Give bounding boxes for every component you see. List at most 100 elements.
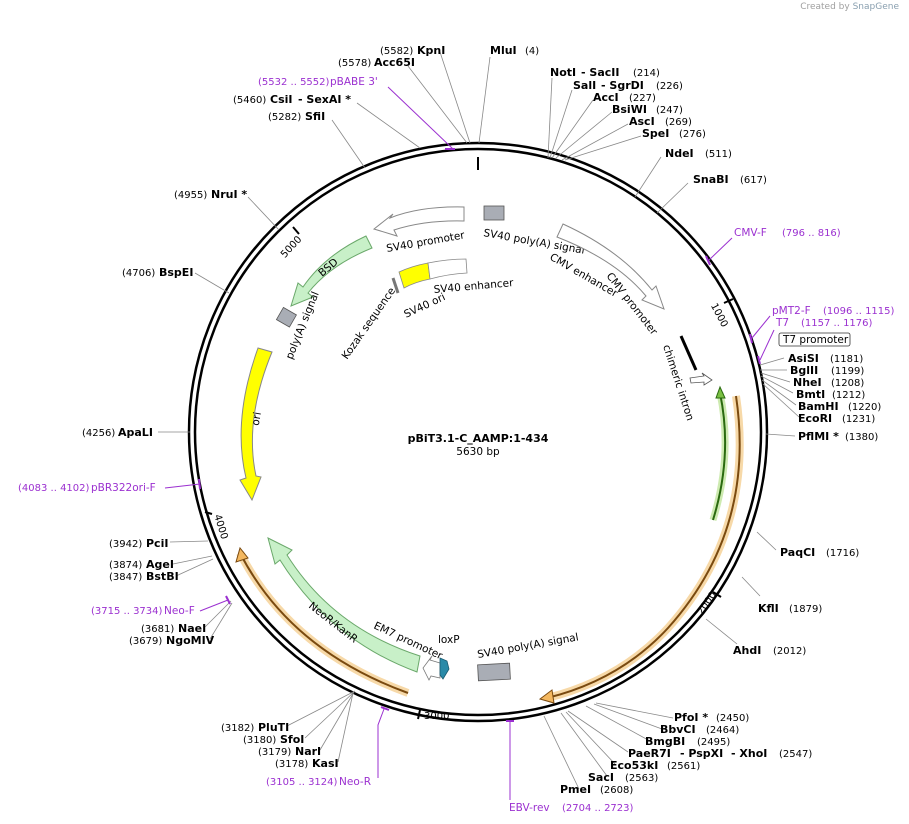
site-asci: AscI <box>629 115 655 128</box>
site-nhei-pos: (1208) <box>831 378 864 389</box>
site-sfii: SfiI <box>305 110 325 123</box>
site-xhoi-pos: (2547) <box>779 749 812 760</box>
t7-promoter-label: T7 promoter <box>782 334 849 346</box>
sv40-enhancer-label: SV40 enhancer <box>433 277 514 296</box>
primer-neo-r: Neo-R <box>339 776 371 788</box>
site-bstbi: BstBI <box>146 570 179 583</box>
site-paqci-pos: (1716) <box>826 548 859 559</box>
site-apali: ApaLI <box>118 426 153 439</box>
site-kfli: KflI <box>758 602 779 615</box>
site-pluti-pos: (3182) <box>221 723 254 734</box>
site-bglii: BglII <box>790 364 818 377</box>
primer-cmv-f-pos: (796 .. 816) <box>782 228 841 239</box>
site-bamhi: BamHI <box>798 400 839 413</box>
site-kfli-pos: (1879) <box>789 604 822 615</box>
sv40-polya-bottom-box <box>477 662 511 682</box>
site-pflmi: PflMI * <box>798 430 839 443</box>
orange-arc-right-glow <box>546 395 744 702</box>
site-spei: SpeI <box>642 127 669 140</box>
tick-5000: 5000 <box>279 234 304 260</box>
credit-brand: SnapGene <box>852 2 899 12</box>
site-ahdi: AhdI <box>733 644 761 657</box>
site-snabi: SnaBI <box>693 173 729 186</box>
site-acci: AccI <box>593 91 619 104</box>
em7-promoter-arrow <box>422 655 441 681</box>
site-sfoi-pos: (3180) <box>243 735 276 746</box>
site-kasi-pos: (3178) <box>275 759 308 770</box>
site-pfoi: PfoI * <box>674 711 708 724</box>
primer-neo-r-pos: (3105 .. 3124) <box>266 777 338 788</box>
site-kpni: KpnI <box>417 44 445 57</box>
sv40-polya-bottom-label: SV40 poly(A) signal <box>476 631 579 661</box>
site-acci-pos: (227) <box>629 93 656 104</box>
site-pmei: PmeI <box>560 783 591 796</box>
site-ecori-pos: (1231) <box>842 414 875 425</box>
site-saci: SacI <box>588 771 614 784</box>
backbone-inner-ring <box>193 147 763 717</box>
tick-mark-5000 <box>292 226 300 235</box>
tick-3000: 3000 <box>424 711 449 722</box>
site-mlui: MluI <box>490 44 517 57</box>
tick-mark-1000 <box>723 298 734 304</box>
site-acc65i: Acc65I <box>374 56 415 69</box>
loxp-arrow <box>439 657 450 680</box>
site-agei: AgeI <box>146 558 174 571</box>
site-sali-pos: (226) <box>656 81 683 92</box>
site-bamhi-pos: (1220) <box>848 402 881 413</box>
site-pspxi: - PspXI <box>680 747 723 760</box>
site-naei-pos: (3681) <box>141 624 174 635</box>
site-csii: CsiI <box>270 93 292 106</box>
site-csii-pos: (5460) <box>233 95 266 106</box>
cmv-arrow <box>556 223 665 310</box>
primer-leader-lines <box>164 86 775 800</box>
orange-arc-right-head <box>538 689 555 704</box>
primer-pmt2-f: pMT2-F <box>772 305 811 317</box>
green-arc <box>712 392 727 521</box>
primer-t7: T7 <box>775 317 789 329</box>
kozak-label: Kozak sequence <box>340 285 398 361</box>
tick-1000: 1000 <box>708 302 730 330</box>
site-snabi-pos: (617) <box>740 175 767 186</box>
site-paqci: PaqCI <box>780 546 815 559</box>
site-xhoi: - XhoI <box>731 747 767 760</box>
site-ahdi-pos: (2012) <box>773 646 806 657</box>
credit-text: Created by <box>800 2 850 12</box>
site-pfoi-pos: (2450) <box>716 713 749 724</box>
primer-ebv-rev: EBV-rev <box>509 802 550 814</box>
sv40-polya-top-box <box>483 205 505 221</box>
site-bsiwi: BsiWI <box>612 103 647 116</box>
site-ndei-pos: (511) <box>705 149 732 160</box>
bsd-arrow <box>290 235 373 307</box>
sv40-enhancer-box <box>427 258 468 280</box>
site-sfii-pos: (5282) <box>268 112 301 123</box>
site-pflmi-pos: (1380) <box>845 432 878 443</box>
polya-signal-box <box>275 306 297 328</box>
neokanr-arrow <box>267 537 421 673</box>
site-pmei-pos: (2608) <box>600 785 633 796</box>
orange-arc-left-head <box>235 546 249 563</box>
site-pcii: PciI <box>146 537 168 550</box>
site-apali-pos: (4256) <box>82 428 115 439</box>
site-kasi: KasI <box>312 757 339 770</box>
primer-pmt2-f-pos: (1096 .. 1115) <box>823 306 895 317</box>
site-bsiwi-pos: (247) <box>656 105 683 116</box>
site-bspei-pos: (4706) <box>122 268 155 279</box>
primer-ebv-rev-pos: (2704 .. 2723) <box>562 803 634 814</box>
primer-neo-f: Neo-F <box>164 605 195 617</box>
site-acc65i-pos: (5578) <box>338 58 371 69</box>
site-pluti: PluTI <box>258 721 289 734</box>
site-asci-pos: (269) <box>665 117 692 128</box>
site-noti: NotI <box>550 66 576 79</box>
tick-mark-3000 <box>417 709 421 720</box>
primer-pbabe3-pos: (5532 .. 5552) <box>258 77 330 88</box>
ori-arrow <box>239 347 273 502</box>
site-bglii-pos: (1199) <box>831 366 864 377</box>
green-arc-head <box>715 385 726 399</box>
site-kpni-pos: (5582) <box>380 46 413 57</box>
site-bmgbi: BmgBI <box>645 735 685 748</box>
site-eco53ki-pos: (2561) <box>667 761 700 772</box>
sv40-ori-label: SV40 ori <box>402 291 447 321</box>
site-ngomiv: NgoMIV <box>166 634 215 647</box>
primer-cmv-f: CMV-F <box>734 227 767 239</box>
